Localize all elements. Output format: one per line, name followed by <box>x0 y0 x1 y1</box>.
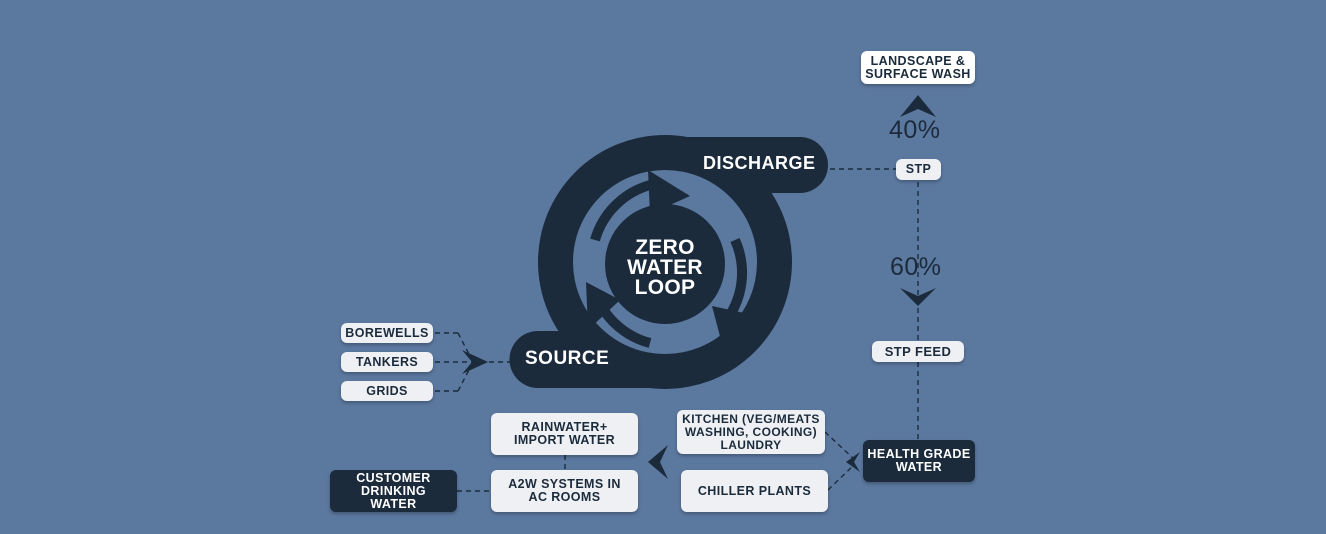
stp-feed-box: STP FEED <box>872 341 964 362</box>
customer-box: CUSTOMER DRINKING WATER <box>330 470 457 512</box>
chevron-up-icon <box>900 95 936 117</box>
chevrons <box>462 95 936 479</box>
chevron-right-icon <box>462 350 488 374</box>
recycle-arrows <box>586 170 758 348</box>
chevron-left-icon <box>648 445 668 479</box>
stp-box: STP <box>896 159 941 180</box>
source-borewells-box: BOREWELLS <box>341 323 433 343</box>
chevron-left-small-icon <box>846 452 860 472</box>
chiller-box: CHILLER PLANTS <box>681 470 828 512</box>
percent-up: 40% <box>889 116 941 144</box>
landscape-box: LANDSCAPE & SURFACE WASH <box>861 51 975 84</box>
rainwater-box: RAINWATER+ IMPORT WATER <box>491 413 638 455</box>
discharge-label: DISCHARGE <box>703 153 816 173</box>
percent-down: 60% <box>890 253 942 281</box>
chevron-down-icon <box>900 288 936 306</box>
source-label: SOURCE <box>525 348 610 369</box>
center-label: ZERO WATER LOOP <box>627 236 703 299</box>
kitchen-box: KITCHEN (VEG/MEATS WASHING, COOKING) LAU… <box>677 410 825 454</box>
source-tankers-box: TANKERS <box>341 352 433 372</box>
a2w-box: A2W SYSTEMS IN AC ROOMS <box>491 470 638 512</box>
source-grids-box: GRIDS <box>341 381 433 401</box>
health-grade-box: HEALTH GRADE WATER <box>863 440 975 482</box>
